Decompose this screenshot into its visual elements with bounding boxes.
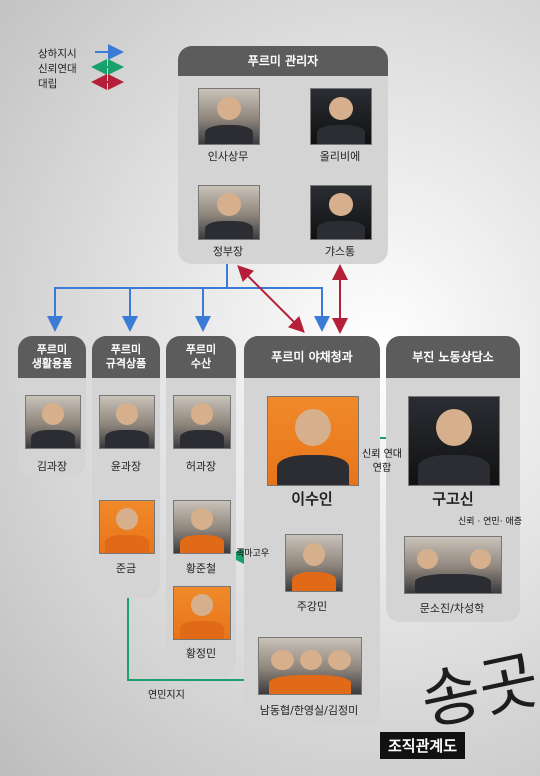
photo-jungeum [99, 500, 155, 554]
legend-item-conflict: 대립 [38, 76, 90, 91]
label-jugm: 주강민 [296, 600, 328, 613]
legend-label: 신뢰연대 [38, 63, 77, 75]
label-group3: 남동협/한영실/김정미 [259, 704, 359, 717]
label-support: 연민지지 [148, 690, 185, 701]
photo-hwangjc [173, 500, 231, 554]
line-jung-veg [227, 287, 330, 332]
photo-kim [25, 395, 81, 449]
photo-jugm [285, 534, 343, 592]
photo-hwangjm [173, 586, 231, 640]
label-munsj: 문소진/차성학 [419, 602, 485, 615]
label-trust1: 신뢰 연대 연합 [362, 449, 402, 474]
page-title: 조직관계도 [380, 732, 466, 759]
label-jokma: 족마고우 [236, 549, 270, 559]
photo-gaston [310, 185, 372, 240]
line-jung-living [47, 263, 228, 332]
line-jungeum-group [120, 574, 262, 688]
label-hwangjc: 황준철 [185, 562, 217, 575]
photo-gu [408, 396, 500, 486]
label-gaston: 갸스통 [324, 245, 356, 258]
label-hwangjm: 황정민 [185, 647, 217, 660]
label-trust2: 신뢰 · 연민· 애증 [458, 517, 522, 527]
label-yoon: 윤과장 [110, 460, 142, 473]
label-lee: 이수인 [291, 490, 333, 508]
photo-insa [198, 88, 260, 145]
panel-living-title: 푸르미 생활용품 [18, 336, 86, 378]
panel-veg-title: 푸르미 야채청과 [244, 336, 380, 378]
legend-item-directive: 상하지시 [38, 46, 90, 61]
label-gu: 구고신 [432, 490, 474, 508]
label-heo: 허과장 [185, 460, 217, 473]
label-insa: 인사상무 [207, 150, 249, 163]
label-kim: 김과장 [36, 460, 68, 473]
legend: 상하지시 신뢰연대 대립 [38, 46, 90, 91]
line-jung-veg-conflict [237, 265, 305, 333]
label-jung: 정부장 [212, 245, 244, 258]
photo-jung [198, 185, 260, 240]
panel-standard-title: 푸르미 규격상품 [92, 336, 160, 378]
panel-fish-title: 푸르미 수산 [166, 336, 236, 378]
panel-union-title: 부진 노동상담소 [386, 336, 520, 378]
photo-heo [173, 395, 231, 449]
photo-olivie [310, 88, 372, 145]
legend-label: 상하지시 [38, 48, 77, 60]
photo-yoon [99, 395, 155, 449]
panel-admin-title: 푸르미 관리자 [178, 46, 388, 76]
legend-item-trust: 신뢰연대 [38, 61, 90, 76]
photo-lee [267, 396, 359, 486]
label-olivie: 올리비에 [319, 150, 361, 163]
photo-group3 [258, 637, 362, 695]
legend-label: 대립 [38, 78, 58, 90]
panel-standard: 푸르미 규격상품 [92, 336, 160, 598]
label-jungeum: 준금 [115, 562, 137, 575]
photo-munsj [404, 536, 502, 594]
